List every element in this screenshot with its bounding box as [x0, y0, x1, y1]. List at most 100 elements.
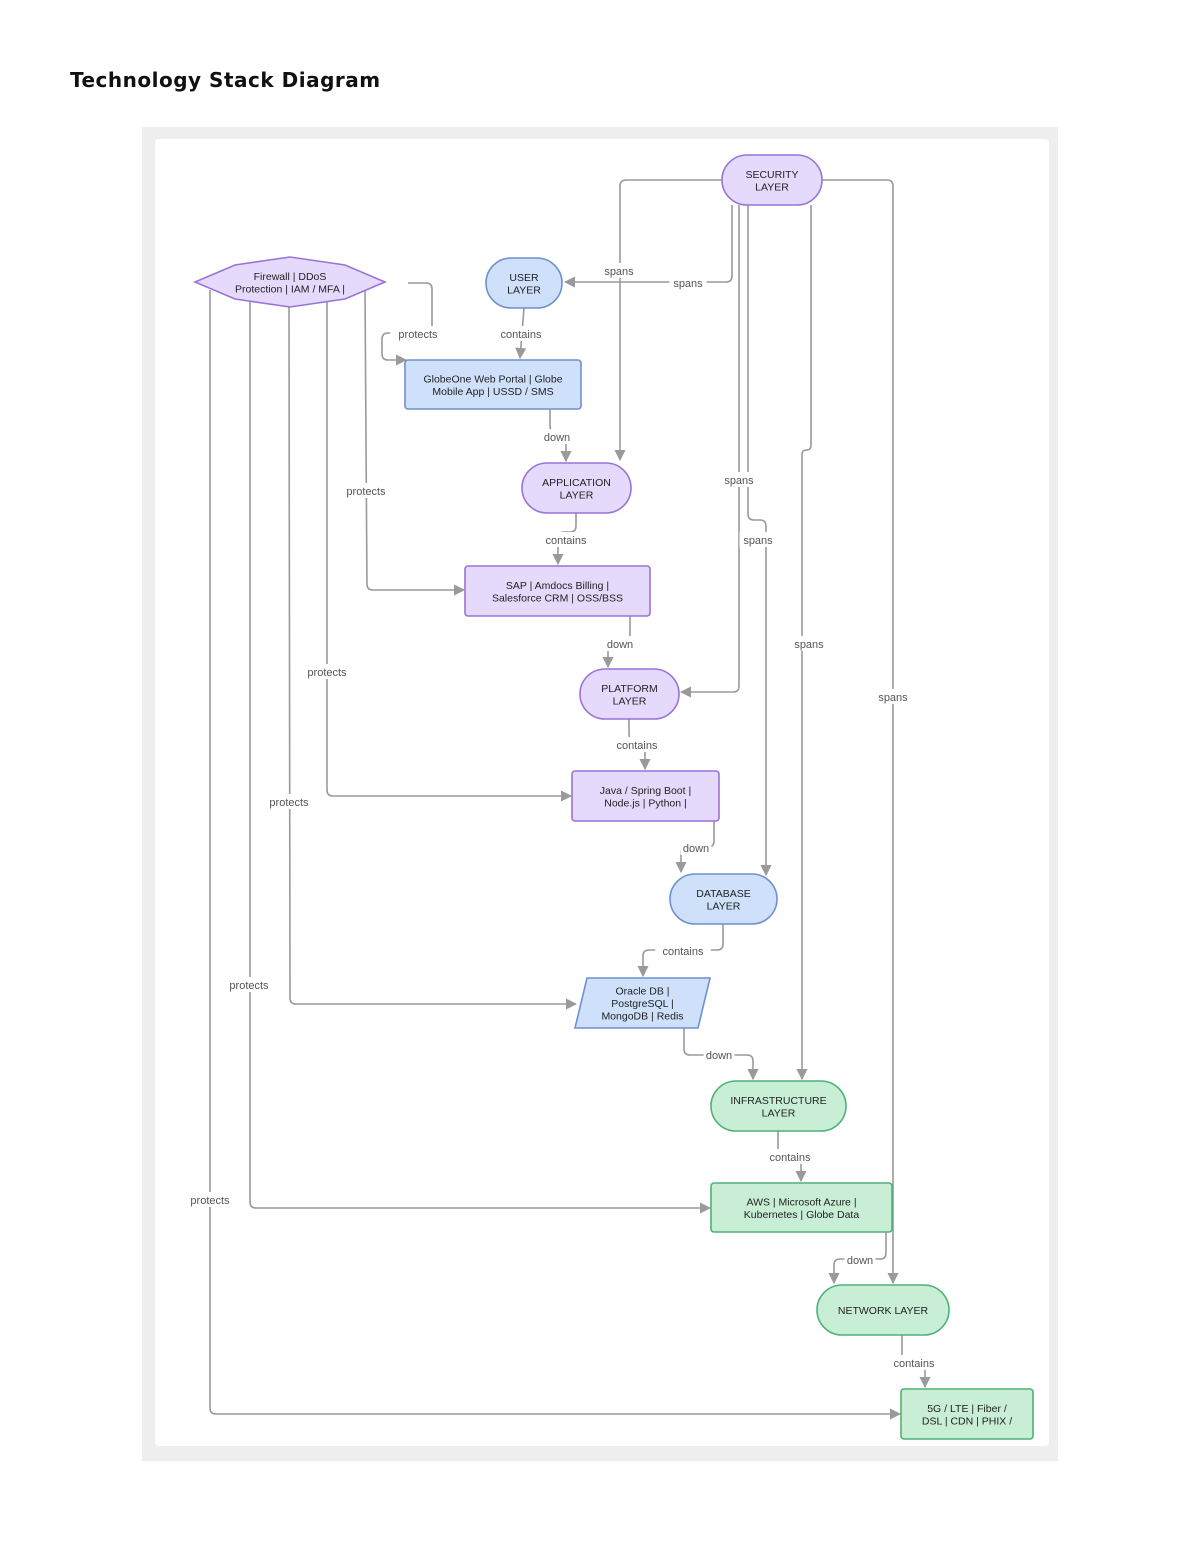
edge-label-background — [703, 1047, 735, 1062]
node-label-line: LAYER — [707, 900, 741, 912]
node-shape — [404, 359, 582, 410]
edge-label-contains: contains — [770, 1152, 811, 1164]
edge-label-background — [604, 636, 636, 651]
node-shape — [669, 873, 778, 925]
node-label-line: Protection | IAM / MFA | — [235, 283, 345, 295]
edge-label-protects: protects — [307, 667, 347, 679]
edge-label-background — [538, 532, 594, 547]
node-label-line: LAYER — [755, 181, 789, 193]
node-label-line: Firewall | DDoS — [254, 271, 327, 283]
edge-label-background — [790, 636, 828, 651]
edge-label-down: down — [847, 1255, 873, 1267]
edge-label-contains: contains — [894, 1358, 935, 1370]
node-label-line: DSL | CDN | PHIX / — [922, 1415, 1012, 1427]
node-shape — [710, 1080, 847, 1132]
node-label-line: Mobile App | USSD / SMS — [432, 386, 553, 398]
edge-security_controls-to-platform_components — [326, 300, 573, 802]
edge-label-spans: spans — [878, 692, 908, 704]
node-label-line: DATABASE — [696, 888, 750, 900]
edge-label-background — [221, 977, 277, 992]
edge-label-background — [720, 472, 758, 487]
edge-label-spans: spans — [673, 278, 703, 290]
node-shape — [464, 565, 651, 617]
edge-security_layer-to-infrastructure_layer — [796, 205, 812, 1081]
node-infrastructure-components: AWS | Microsoft Azure |Kubernetes | Glob… — [710, 1182, 893, 1233]
node-label-line: Kubernetes | Globe Data — [744, 1209, 860, 1221]
node-label-line: Node.js | Python | — [604, 797, 687, 809]
edge-label-background — [600, 263, 638, 278]
node-label-line: LAYER — [560, 489, 594, 501]
node-label-line: PLATFORM — [601, 683, 657, 695]
edge-security_layer-to-database_layer — [747, 205, 772, 877]
edge-security_layer-to-platform_layer — [679, 205, 740, 698]
node-shape — [485, 257, 563, 309]
node-shape — [579, 668, 680, 720]
node-shape — [900, 1388, 1034, 1440]
node-label-line: Oracle DB | — [615, 986, 669, 998]
node-label-line: NETWORK LAYER — [838, 1305, 929, 1317]
node-shape — [816, 1284, 950, 1336]
edge-label-background — [739, 532, 777, 547]
node-shape — [521, 462, 632, 514]
node-label-line: Java / Spring Boot | — [600, 785, 691, 797]
edge-label-background — [182, 1192, 238, 1207]
node-label-line: APPLICATION — [542, 477, 611, 489]
edge-label-down: down — [683, 843, 709, 855]
edge-label-background — [541, 429, 573, 444]
node-shape — [571, 770, 720, 822]
edge-label-contains: contains — [663, 946, 704, 958]
node-network-layer: NETWORK LAYER — [816, 1284, 950, 1336]
edge-label-contains: contains — [501, 329, 542, 341]
edge-label-protects: protects — [269, 797, 309, 809]
node-shape — [573, 977, 712, 1029]
edge-security_controls-to-database_components — [288, 306, 578, 1010]
edge-label-protects: protects — [346, 486, 386, 498]
node-shape — [192, 256, 388, 308]
edge-label-protects: protects — [190, 1195, 230, 1207]
edge-security_layer-to-network_layer — [822, 179, 899, 1285]
edge-label-spans: spans — [794, 639, 824, 651]
node-label-line: Salesforce CRM | OSS/BSS — [492, 592, 623, 604]
node-label-line: LAYER — [613, 695, 647, 707]
node-database-components: Oracle DB |PostgreSQL |MongoDB | Redis — [573, 977, 712, 1029]
node-label-line: LAYER — [507, 284, 541, 296]
edge-label-spans: spans — [604, 266, 634, 278]
edge-label-background — [844, 1252, 876, 1267]
node-label-line: 5G / LTE | Fiber / — [927, 1403, 1007, 1415]
edge-security_layer-to-application_layer — [614, 179, 722, 462]
edge-security_controls-to-infrastructure_components — [249, 300, 712, 1214]
edge-labels-layer: spans spans spans spans spans spans protects pr… — [182, 263, 942, 1370]
edge-label-background — [669, 275, 707, 290]
edge-label-down: down — [544, 432, 570, 444]
edge-security_layer-to-user_layer — [563, 205, 733, 288]
node-shape — [710, 1182, 893, 1233]
edge-label-background — [680, 840, 712, 855]
edge-label-background — [655, 943, 711, 958]
edge-label-background — [609, 737, 665, 752]
edge-label-background — [886, 1355, 942, 1370]
edge-label-protects: protects — [229, 980, 269, 992]
node-label-line: SAP | Amdocs Billing | — [506, 580, 609, 592]
edge-label-background — [261, 794, 317, 809]
node-network-components: 5G / LTE | Fiber /DSL | CDN | PHIX / — [900, 1388, 1034, 1440]
node-label-line: GlobeOne Web Portal | Globe — [423, 373, 562, 385]
node-label-line: SECURITY — [745, 169, 798, 181]
node-label-line: USER — [509, 272, 539, 284]
node-application-components: SAP | Amdocs Billing |Salesforce CRM | O… — [464, 565, 651, 617]
node-shape — [721, 154, 823, 206]
edge-label-background — [338, 483, 394, 498]
node-label-line: MongoDB | Redis — [601, 1011, 683, 1023]
edge-security_controls-to-application_components — [364, 289, 466, 596]
edge-label-background — [493, 326, 549, 341]
edge-label-spans: spans — [724, 475, 754, 487]
edge-label-down: down — [706, 1050, 732, 1062]
edge-label-spans: spans — [743, 535, 773, 547]
